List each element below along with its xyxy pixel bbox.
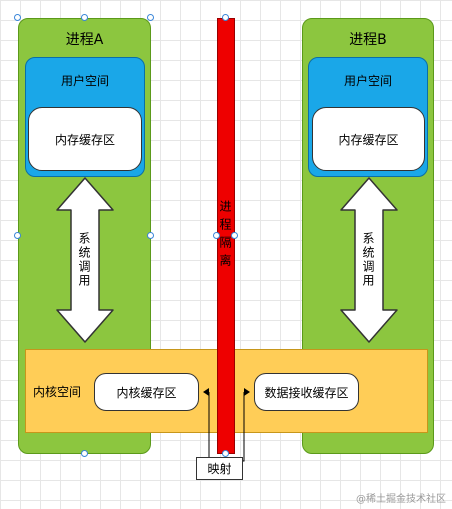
selection-handle[interactable] [213,232,220,239]
process-b-memory-buffer-label: 内存缓存区 [338,132,399,147]
process-b-syscall-label: 系统调用 [361,232,375,288]
process-b-user-space-label: 用户空间 [343,74,392,88]
process-b-title: 进程B [349,32,387,48]
process-b-memory-buffer: 内存缓存区 [312,107,425,171]
selection-handle[interactable] [222,14,229,21]
process-isolation-label: 进程隔离 [218,200,232,272]
process-a-user-space-label: 用户空间 [60,74,109,88]
watermark: @稀土掘金技术社区 [356,494,446,505]
data-receive-buffer-label: 数据接收缓存区 [264,385,349,400]
process-a-title: 进程A [65,32,104,48]
kernel-space-label: 内核空间 [33,385,82,399]
selection-handle[interactable] [14,232,21,239]
kernel-buffer-label: 内核缓存区 [116,385,177,400]
selection-handle[interactable] [147,232,154,239]
selection-handle[interactable] [147,14,154,21]
process-a-syscall-label: 系统调用 [77,232,91,288]
kernel-buffer: 内核缓存区 [94,373,199,411]
process-a-memory-buffer-label: 内存缓存区 [54,132,115,147]
selection-handle[interactable] [14,14,21,21]
mapping-label: 映射 [207,462,232,476]
process-a-syscall-arrow [56,177,114,343]
selection-handle[interactable] [231,232,238,239]
process-a-memory-buffer: 内存缓存区 [28,107,142,171]
process-b-syscall-arrow [340,177,398,343]
mapping-label-box: 映射 [196,457,243,480]
selection-handle[interactable] [81,14,88,21]
selection-handle[interactable] [222,450,229,457]
selection-handle[interactable] [81,450,88,457]
data-receive-buffer: 数据接收缓存区 [254,373,359,411]
